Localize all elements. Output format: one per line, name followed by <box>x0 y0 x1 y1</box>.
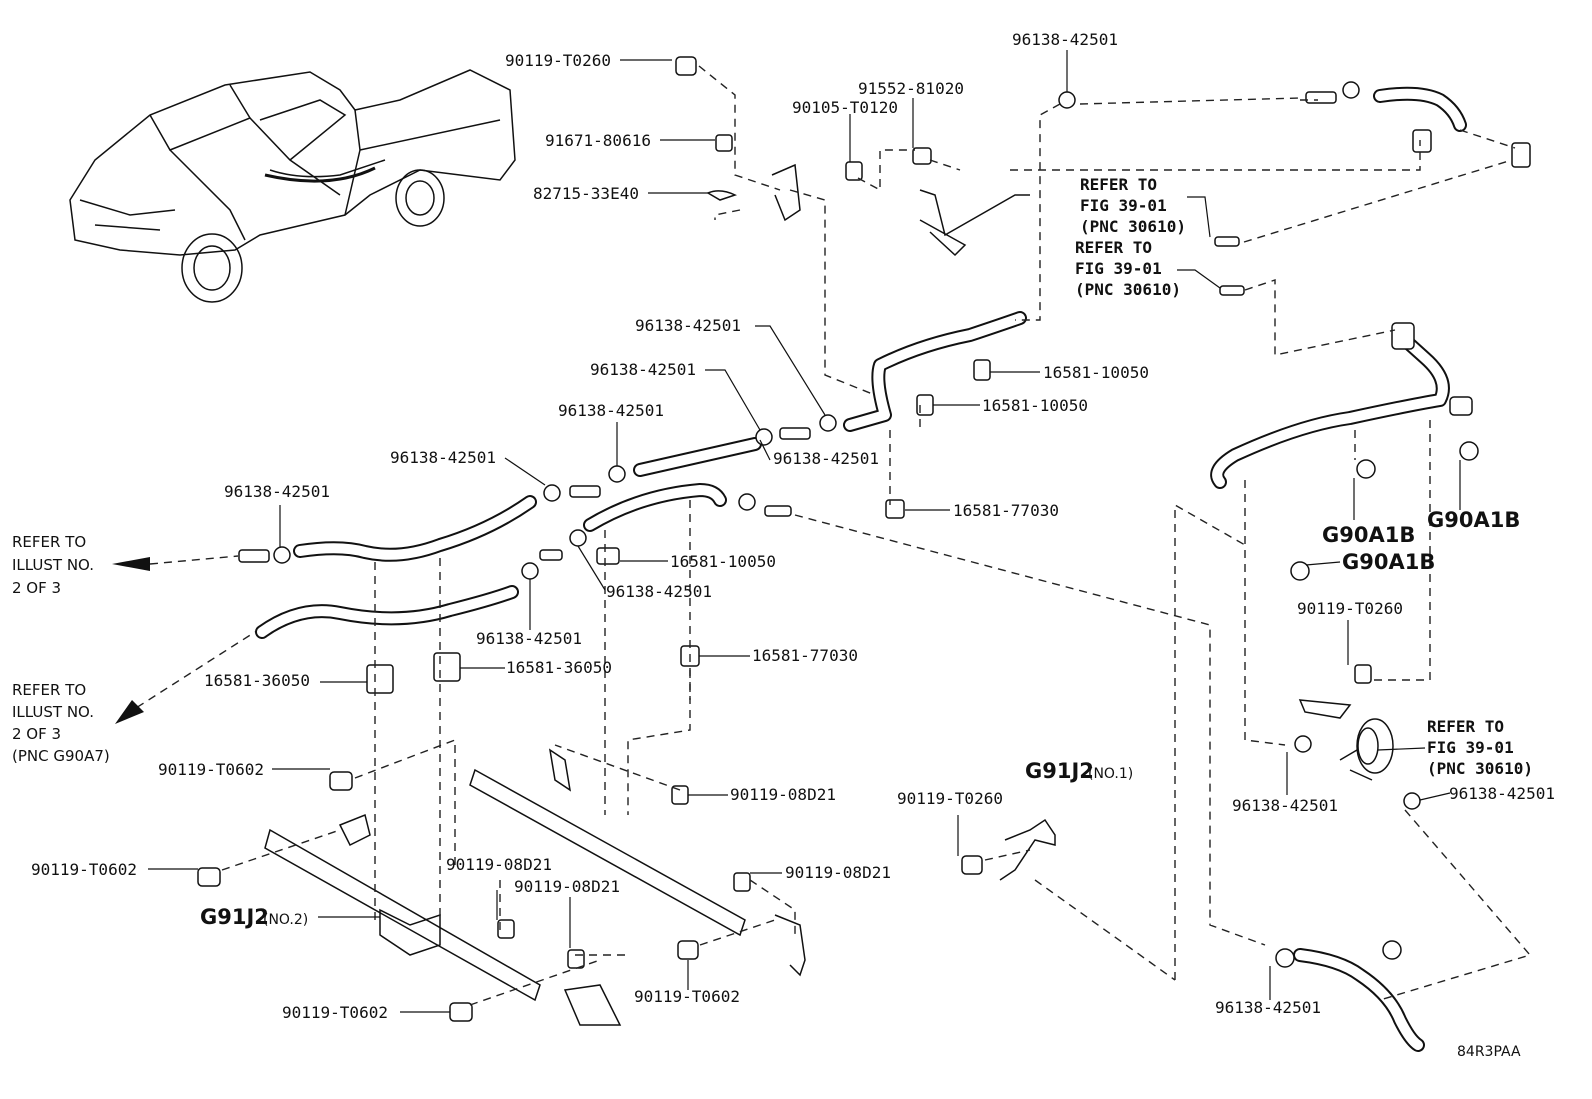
part-label: 16581-10050 <box>1043 363 1149 382</box>
pnc-sublabel: (NO.1) <box>1088 766 1133 782</box>
pnc-label: G90A1B <box>1342 550 1435 574</box>
part-label: 96138-42501 <box>1232 796 1338 815</box>
part-label: 16581-10050 <box>982 396 1088 415</box>
part-label: 96138-42501 <box>1215 998 1321 1017</box>
part-label: 16581-77030 <box>752 646 858 665</box>
part-label: 90119-08D21 <box>730 785 836 804</box>
arrow-left-icon <box>112 557 150 571</box>
part-label: 91552-81020 <box>858 79 964 98</box>
part-label: 96138-42501 <box>224 482 330 501</box>
part-label: 82715-33E40 <box>533 184 639 203</box>
part-label: 96138-42501 <box>590 360 696 379</box>
part-label: 90119-08D21 <box>785 863 891 882</box>
pnc-sublabel: (NO.2) <box>263 912 308 928</box>
leader-lines <box>148 50 1461 1013</box>
pnc-label: G90A1B <box>1427 508 1520 532</box>
diagram-code: 84R3PAA <box>1457 1044 1521 1060</box>
part-label: 96138-42501 <box>606 582 712 601</box>
part-label: 96138-42501 <box>1012 30 1118 49</box>
part-label: 16581-36050 <box>506 658 612 677</box>
part-label: 96138-42501 <box>773 449 879 468</box>
part-label: 90119-T0602 <box>158 760 264 779</box>
part-label: 90119-08D21 <box>514 877 620 896</box>
heater-hoses <box>255 86 1467 1052</box>
part-label: 90119-T0260 <box>505 51 611 70</box>
part-label: 96138-42501 <box>476 629 582 648</box>
part-label: 90119-T0602 <box>282 1003 388 1022</box>
dashed-guide-lines <box>124 65 1532 1006</box>
part-label: 90119-T0260 <box>897 789 1003 808</box>
pnc-label: G90A1B <box>1322 523 1415 547</box>
part-label: 90119-T0602 <box>31 860 137 879</box>
part-label: 16581-36050 <box>204 671 310 690</box>
pnc-labels: G90A1B G90A1B G90A1B G91J2 (NO.1) G91J2 … <box>200 508 1520 929</box>
part-label: 96138-42501 <box>558 401 664 420</box>
part-label: 90119-T0602 <box>634 987 740 1006</box>
pnc-label: G91J2 <box>1025 759 1094 783</box>
part-label: 90119-08D21 <box>446 855 552 874</box>
part-label: 90105-T0120 <box>792 98 898 117</box>
arrow-down-left-icon <box>115 700 144 724</box>
part-label: 90119-T0260 <box>1297 599 1403 618</box>
part-label: 16581-10050 <box>670 552 776 571</box>
part-label: 96138-42501 <box>390 448 496 467</box>
part-number-labels: 90119-T0260 91671-80616 82715-33E40 9155… <box>31 30 1555 1022</box>
clamps-and-fittings <box>197 56 1531 1026</box>
pnc-label: G91J2 <box>200 905 269 929</box>
part-label: 91671-80616 <box>545 131 651 150</box>
part-label: 96138-42501 <box>635 316 741 335</box>
part-label: 16581-77030 <box>953 501 1059 520</box>
pickup-truck-illustration <box>69 69 516 303</box>
part-label: 96138-42501 <box>1449 784 1555 803</box>
